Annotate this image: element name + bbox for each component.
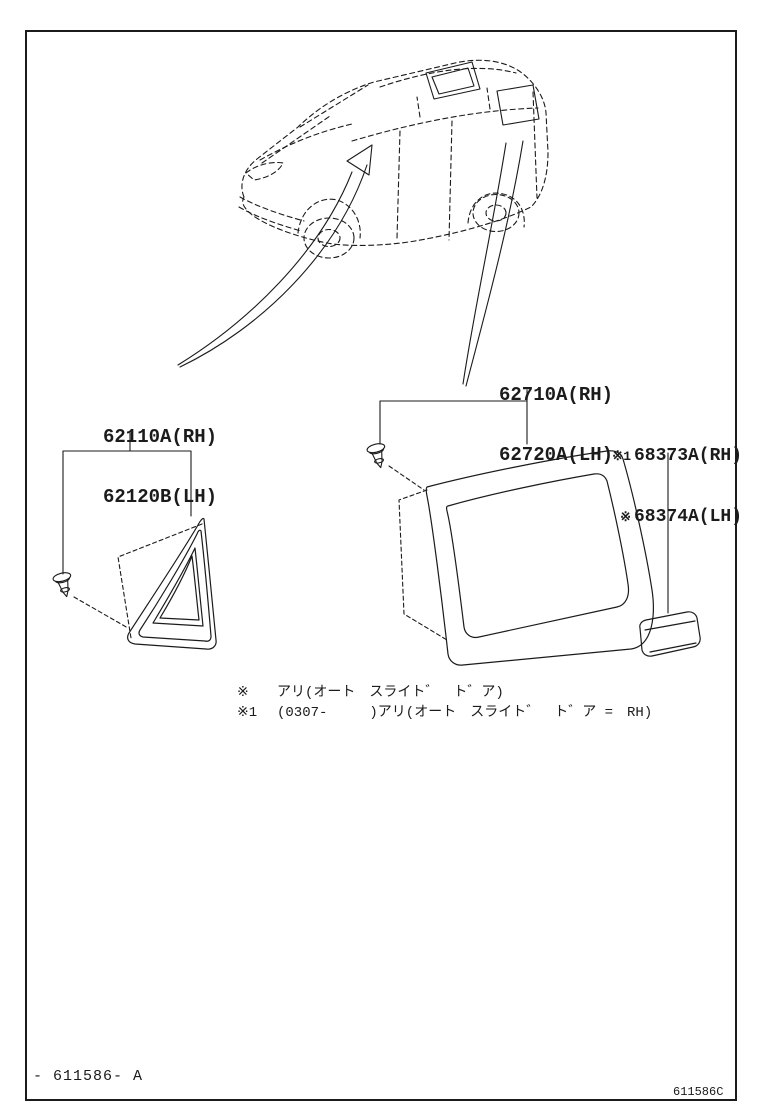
note-line: ※ アリ(オート スライト゛ ト゛ア): [237, 683, 652, 703]
garnish-piece-drawing: [639, 611, 701, 657]
note-marker: ※: [237, 685, 249, 701]
label-quarter-garnish: ※1 68373A(RH) ※ 68374A(LH): [600, 406, 742, 568]
label-front-quarter-window: 62110A(RH) 62120B(LH): [103, 387, 217, 547]
part-number-front-rh: 62110A(RH): [103, 426, 218, 448]
leader-wedge-rear: [462, 140, 524, 387]
part-number-garnish-rh: 68373A(RH): [634, 446, 743, 466]
construction-lines: [73, 465, 448, 641]
note-text: (0307- )アリ(オート スライト゛ ト゛ア = RH): [277, 705, 653, 721]
garnish-row-lh: ※ 68374A(LH): [600, 507, 742, 528]
part-number-front-lh: 62120B(LH): [103, 486, 218, 508]
notes-block: ※ アリ(オート スライト゛ ト゛ア) ※1 (0307- )アリ(オート スラ…: [237, 683, 652, 723]
note-text: アリ(オート スライト゛ ト゛ア): [277, 685, 504, 701]
drawing-number: - 611586- A: [33, 1068, 144, 1085]
leader-wedge-front: [177, 164, 368, 368]
footnote-marker: ※1: [612, 449, 631, 464]
vehicle-window-highlights: [346, 61, 540, 176]
garnish-row-rh: ※1 68373A(RH): [600, 446, 742, 467]
page-border: [25, 30, 737, 1101]
part-number-rear-rh: 62710A(RH): [499, 384, 614, 406]
bracket-front-quarter: [62, 432, 192, 575]
trim-clip-icon: [51, 570, 77, 600]
note-marker: ※1: [237, 705, 258, 721]
trim-clip-icon: [365, 441, 391, 471]
part-number-garnish-lh: 68374A(LH): [634, 507, 743, 527]
rear-quarter-glass-drawing: [425, 450, 654, 666]
label-rear-quarter-window: 62710A(RH) 62720A(LH): [499, 345, 613, 505]
bracket-rear-quarter: [379, 389, 528, 445]
note-line: ※1 (0307- )アリ(オート スライト゛ ト゛ア = RH): [237, 703, 652, 723]
footnote-marker: ※: [620, 510, 631, 525]
part-number-rear-lh: 62720A(LH): [499, 444, 614, 466]
figure-code: 611586C: [673, 1085, 724, 1099]
